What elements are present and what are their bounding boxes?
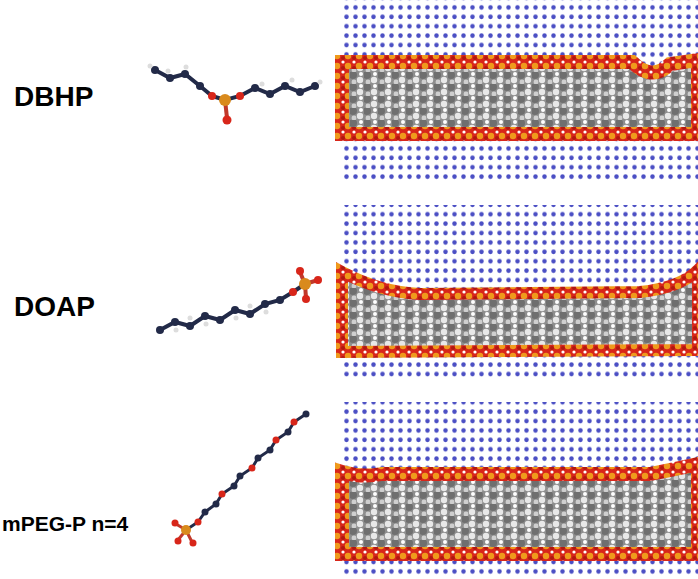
molecule-model bbox=[172, 411, 310, 547]
molecule-label: mPEG-P n=4 bbox=[2, 512, 128, 535]
water-grid bbox=[340, 205, 698, 377]
film-layer bbox=[342, 270, 698, 352]
water-grid bbox=[340, 402, 698, 577]
molecule-label: DBHP bbox=[14, 82, 93, 113]
molecule-model bbox=[148, 64, 323, 125]
water-grid bbox=[340, 0, 698, 180]
film-layer bbox=[342, 464, 698, 554]
molecule-label: DOAP bbox=[14, 292, 95, 323]
molecule-model bbox=[156, 267, 322, 334]
film-layer bbox=[342, 60, 698, 134]
